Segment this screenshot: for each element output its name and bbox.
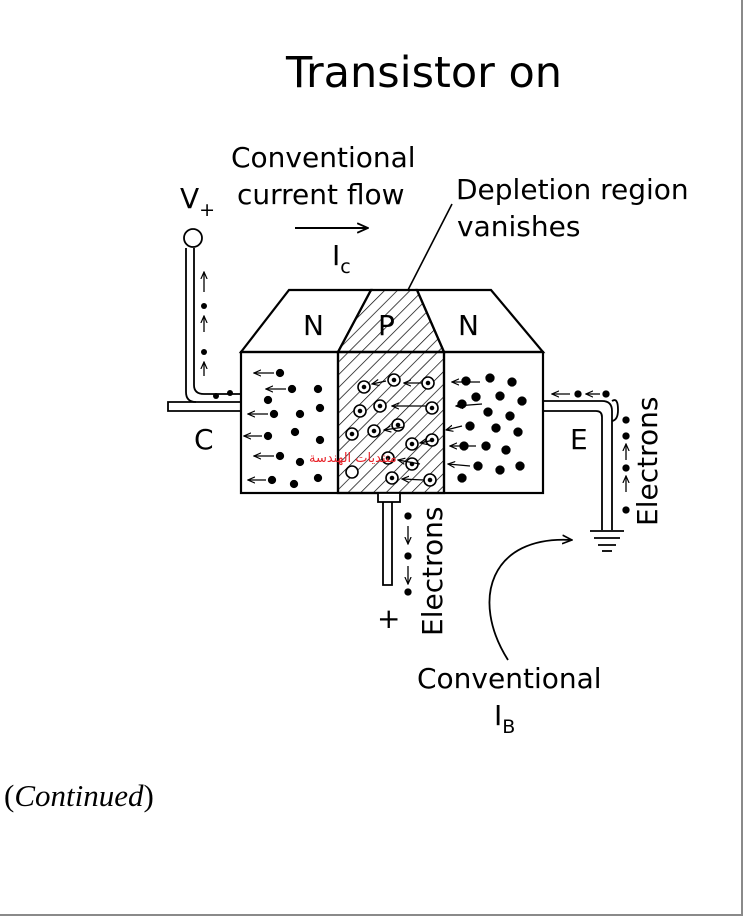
collector-lead-electrons (201, 272, 233, 399)
v-plus-label: V+ (180, 182, 215, 220)
conventional-ib-label-line1: Conventional (417, 662, 602, 695)
electrons-base-label: Electrons (416, 506, 449, 636)
continued-note: (Continued) (4, 780, 154, 811)
right-n-electrons (446, 373, 527, 483)
watermark: منتديات الهندسة (309, 451, 397, 466)
base-lead (377, 492, 401, 586)
frame-right-edge (741, 0, 743, 914)
collector-label: C (194, 423, 214, 456)
emitter-label: E (570, 423, 588, 456)
right-n-label: N (458, 309, 479, 342)
ib-label: IB (494, 699, 515, 737)
v-plus-subscript: + (199, 199, 216, 221)
base-lead-electrons (405, 512, 411, 596)
continued-word: Continued (14, 778, 144, 813)
ic-main: I (332, 239, 341, 272)
base-plus-label: + (377, 602, 401, 635)
v-plus-main: V (180, 182, 200, 215)
p-region-electron-arrows (372, 381, 435, 480)
ib-curved-arrow (488, 540, 572, 661)
ic-subscript: c (340, 256, 351, 278)
depletion-label-line2: vanishes (457, 210, 581, 243)
continued-close-paren: ) (143, 778, 154, 813)
left-n-label: N (303, 309, 324, 342)
collector-wire (167, 228, 241, 412)
depletion-label-line1: Depletion region (456, 173, 689, 206)
left-n-electrons (244, 368, 325, 489)
p-label: P (378, 309, 395, 342)
conventional-current-label-line2: current flow (237, 178, 405, 211)
ic-label: Ic (332, 239, 351, 277)
conventional-current-label-line1: Conventional (231, 141, 416, 174)
diagram-title: Transistor on (286, 48, 563, 98)
emitter-lead-electrons (552, 391, 629, 514)
ib-main: I (494, 699, 503, 732)
depletion-leader (407, 203, 453, 291)
emitter-wire (543, 399, 624, 552)
electrons-emitter-label: Electrons (631, 396, 664, 526)
ib-subscript: B (502, 716, 516, 738)
continued-open-paren: ( (4, 778, 15, 813)
v-plus-terminal (183, 228, 203, 248)
frame-bottom-edge (0, 914, 743, 916)
